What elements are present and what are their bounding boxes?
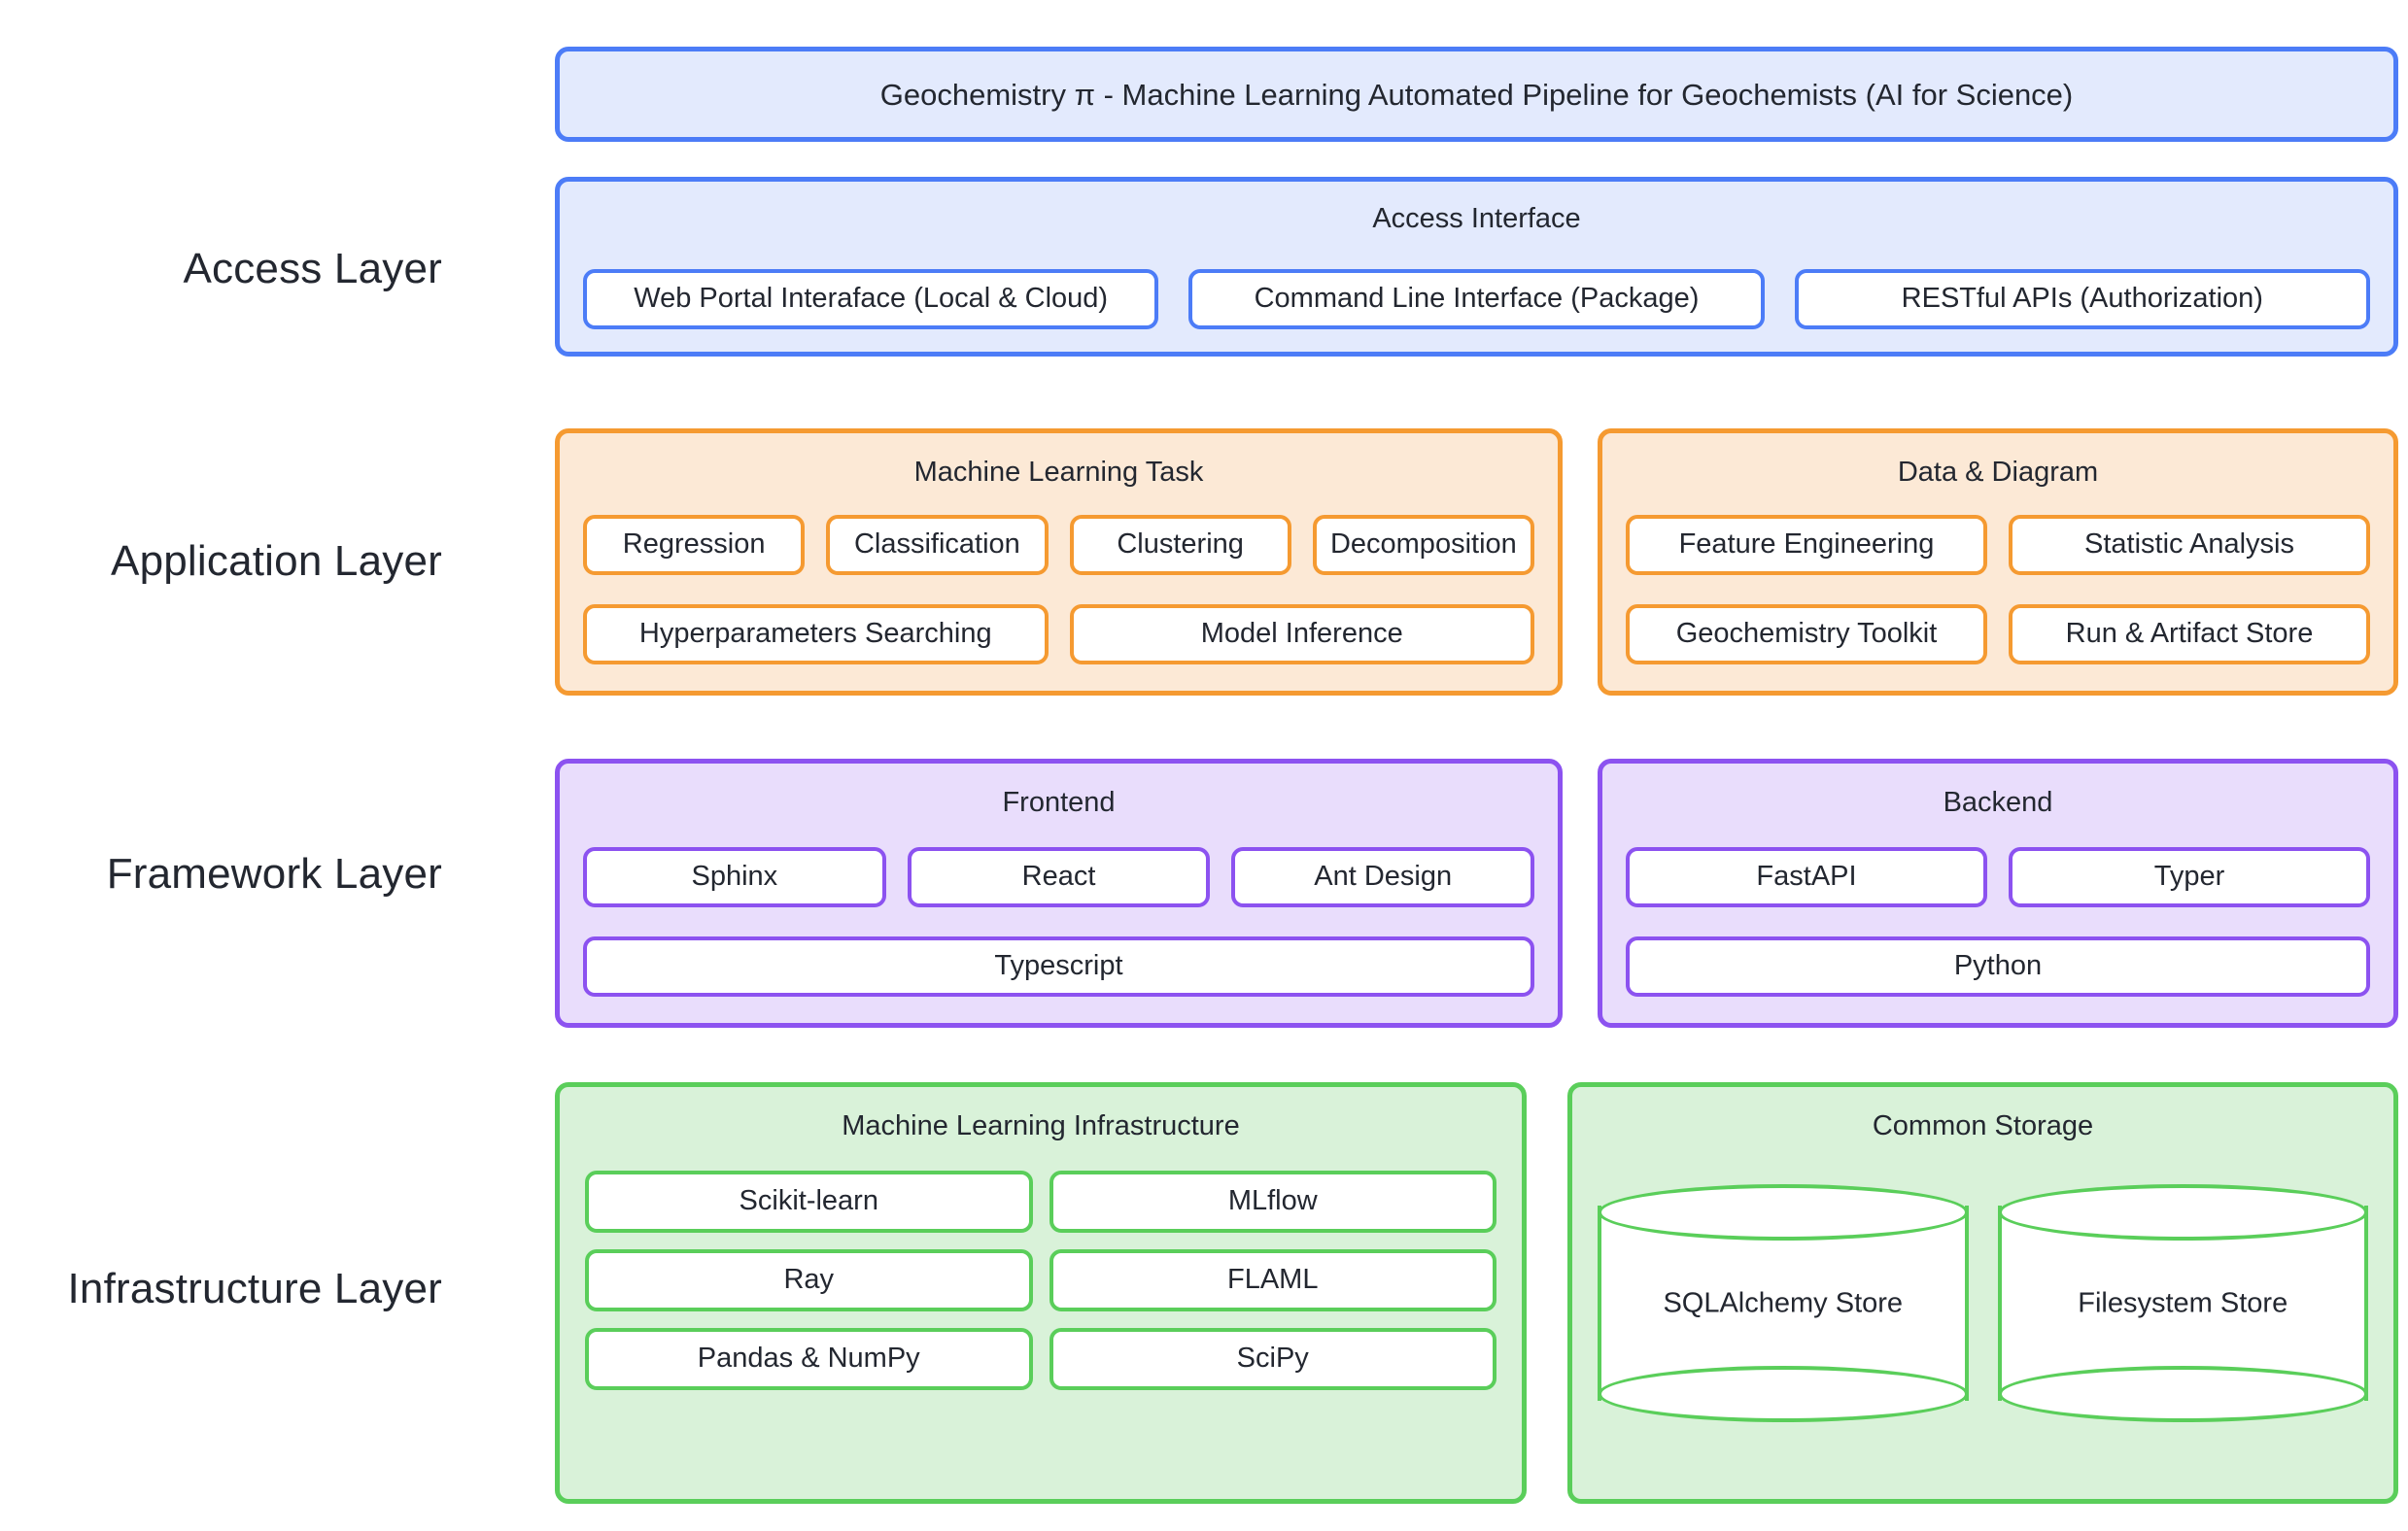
- infra-mlflow[interactable]: MLflow: [1049, 1171, 1496, 1233]
- data-geochemistry-toolkit[interactable]: Geochemistry Toolkit: [1626, 604, 1987, 664]
- storage-label-filesystem: Filesystem Store: [2078, 1287, 2288, 1318]
- data-and-diagram-row-1: Feature Engineering Statistic Analysis: [1626, 515, 2370, 575]
- layer-label-framework: Framework Layer: [106, 850, 442, 898]
- database-cylinder-filesystem[interactable]: Filesystem Store: [1997, 1184, 2368, 1422]
- infra-scipy[interactable]: SciPy: [1049, 1328, 1496, 1390]
- cylinder-top-cap: [1598, 1184, 1969, 1241]
- access-item-restful-apis[interactable]: RESTful APIs (Authorization): [1794, 269, 2370, 329]
- layer-label-access: Access Layer: [183, 245, 442, 292]
- machine-learning-task-row-2: Hyperparameters Searching Model Inferenc…: [583, 604, 1534, 664]
- backend-typer[interactable]: Typer: [2009, 847, 2370, 907]
- infra-ray[interactable]: Ray: [585, 1249, 1033, 1311]
- infra-pandas-numpy[interactable]: Pandas & NumPy: [585, 1328, 1033, 1390]
- frontend-row-1: Sphinx React Ant Design: [583, 847, 1535, 907]
- common-storage-items: SQLAlchemy Store Filesystem Store: [1598, 1184, 2368, 1422]
- access-interface-title: Access Interface: [1372, 203, 1581, 234]
- common-storage-panel: Common Storage SQLAlchemy Store Filesyst…: [1567, 1082, 2398, 1504]
- machine-learning-task-panel: Machine Learning Task Regression Classif…: [555, 428, 1563, 696]
- frontend-title: Frontend: [1002, 787, 1116, 818]
- frontend-sphinx[interactable]: Sphinx: [583, 847, 886, 907]
- cylinder-bottom-cap: [1997, 1366, 2368, 1422]
- cylinder-top-cap: [1997, 1184, 2368, 1241]
- backend-row-1: FastAPI Typer: [1626, 847, 2370, 907]
- backend-row-2: Python: [1626, 936, 2370, 997]
- infra-flaml[interactable]: FLAML: [1049, 1249, 1496, 1311]
- ml-task-regression[interactable]: Regression: [583, 515, 806, 575]
- ml-task-model-inference[interactable]: Model Inference: [1069, 604, 1534, 664]
- machine-learning-task-title: Machine Learning Task: [913, 457, 1204, 488]
- access-item-cli[interactable]: Command Line Interface (Package): [1188, 269, 1765, 329]
- machine-learning-infrastructure-title: Machine Learning Infrastructure: [842, 1110, 1240, 1141]
- frontend-react[interactable]: React: [907, 847, 1211, 907]
- data-feature-engineering[interactable]: Feature Engineering: [1626, 515, 1987, 575]
- frontend-typescript[interactable]: Typescript: [583, 936, 1534, 997]
- page-title: Geochemistry π - Machine Learning Automa…: [879, 77, 2074, 112]
- data-and-diagram-title: Data & Diagram: [1897, 457, 2099, 488]
- frontend-row-2: Typescript: [583, 936, 1534, 997]
- frontend-panel: Frontend Sphinx React Ant Design Typescr…: [555, 759, 1563, 1028]
- ml-task-hyperparameters-searching[interactable]: Hyperparameters Searching: [583, 604, 1049, 664]
- ml-task-decomposition[interactable]: Decomposition: [1312, 515, 1534, 575]
- storage-label-sqlalchemy: SQLAlchemy Store: [1663, 1287, 1904, 1318]
- access-interface-items: Web Portal Interaface (Local & Cloud) Co…: [583, 269, 2370, 329]
- infra-scikit-learn[interactable]: Scikit-learn: [585, 1171, 1033, 1233]
- common-storage-title: Common Storage: [1872, 1110, 2094, 1141]
- ml-task-clustering[interactable]: Clustering: [1069, 515, 1291, 575]
- backend-title: Backend: [1943, 787, 2053, 818]
- data-and-diagram-row-2: Geochemistry Toolkit Run & Artifact Stor…: [1626, 604, 2370, 664]
- ml-task-classification[interactable]: Classification: [826, 515, 1049, 575]
- layer-label-application: Application Layer: [111, 537, 442, 585]
- access-item-web-portal[interactable]: Web Portal Interaface (Local & Cloud): [583, 269, 1159, 329]
- data-statistic-analysis[interactable]: Statistic Analysis: [2009, 515, 2370, 575]
- backend-python[interactable]: Python: [1626, 936, 2370, 997]
- backend-fastapi[interactable]: FastAPI: [1626, 847, 1987, 907]
- machine-learning-task-row-1: Regression Classification Clustering Dec…: [583, 515, 1534, 575]
- machine-learning-infrastructure-items: Scikit-learn MLflow Ray FLAML Pandas & N…: [585, 1171, 1496, 1390]
- cylinder-bottom-cap: [1598, 1366, 1969, 1422]
- layer-label-infrastructure: Infrastructure Layer: [67, 1265, 442, 1312]
- access-interface-panel: Access Interface Web Portal Interaface (…: [555, 177, 2398, 357]
- data-run-and-artifact-store[interactable]: Run & Artifact Store: [2009, 604, 2370, 664]
- frontend-ant-design[interactable]: Ant Design: [1231, 847, 1535, 907]
- backend-panel: Backend FastAPI Typer Python: [1598, 759, 2398, 1028]
- data-and-diagram-panel: Data & Diagram Feature Engineering Stati…: [1598, 428, 2398, 696]
- diagram-title-bar: Geochemistry π - Machine Learning Automa…: [555, 47, 2398, 142]
- machine-learning-infrastructure-panel: Machine Learning Infrastructure Scikit-l…: [555, 1082, 1527, 1504]
- database-cylinder-sqlalchemy[interactable]: SQLAlchemy Store: [1598, 1184, 1969, 1422]
